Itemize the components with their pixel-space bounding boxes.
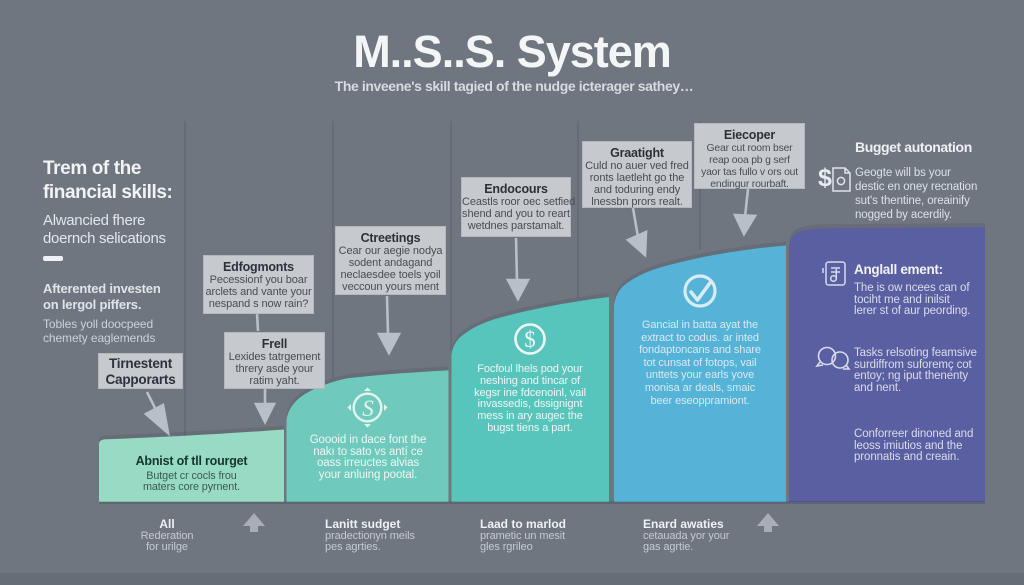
svg-text:S: S [362, 396, 374, 421]
svg-text:$: $ [818, 164, 832, 192]
svg-text:$: $ [524, 327, 536, 352]
